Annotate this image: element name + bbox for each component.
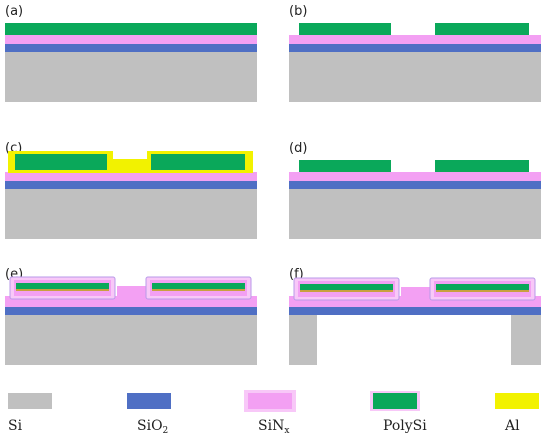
panel-a-label: (a) (5, 4, 23, 19)
panel-a: (a) (5, 4, 257, 102)
legend-swatch-polysi (373, 393, 417, 409)
polysi-beam-right (435, 23, 529, 35)
panel-e: (e) (5, 267, 257, 365)
polysi-beam-left (15, 154, 107, 170)
panel-d-label: (d) (289, 141, 307, 156)
panel-c: (c) (5, 141, 257, 239)
polysi-beam-right (436, 284, 529, 290)
sinx-bottom-film (289, 172, 541, 181)
polysi-beam-left (16, 283, 109, 289)
si-substrate-right-post (511, 315, 541, 365)
si-substrate (5, 52, 257, 102)
legend-label-si: Si (8, 418, 23, 434)
sinx-gap-fill (401, 287, 431, 297)
legend-swatch-al (495, 393, 539, 409)
sinx-gap-fill (117, 286, 147, 296)
legend-label-al: Al (504, 418, 520, 434)
sio2-layer (5, 44, 257, 52)
si-substrate (5, 315, 257, 365)
sio2-layer (289, 181, 541, 189)
panel-f: (f) (289, 267, 541, 365)
si-substrate (5, 189, 257, 239)
panel-d: (d) (289, 141, 541, 239)
legend-label-sio2: SiO2 (137, 418, 168, 435)
sinx-bottom-film (289, 35, 541, 44)
al-residue-right (436, 290, 529, 292)
sinx-bottom-film (5, 172, 257, 181)
legend-swatch-sinx (248, 393, 292, 409)
si-substrate (289, 52, 541, 102)
material-legend: Si SiO2 SiNx PolySi Al (8, 390, 539, 435)
legend-label-polysi: PolySi (383, 418, 427, 434)
panel-b: (b) (289, 4, 541, 102)
sio2-layer (5, 307, 257, 315)
panel-b-label: (b) (289, 4, 307, 19)
polysi-film (5, 23, 257, 35)
sio2-layer (289, 44, 541, 52)
polysi-beam-left (299, 23, 391, 35)
sio2-layer (5, 181, 257, 189)
polysi-beam-right (152, 283, 245, 289)
al-residue-right (152, 289, 245, 291)
sinx-bottom-film (5, 296, 257, 307)
sinx-bottom-film (5, 35, 257, 44)
polysi-beam-right (151, 154, 245, 170)
polysi-beam-left (300, 284, 393, 290)
polysi-beam-left (299, 160, 391, 172)
al-residue-left (300, 290, 393, 292)
legend-swatch-si (8, 393, 52, 409)
legend-swatch-sio2 (127, 393, 171, 409)
legend-label-sinx: SiNx (258, 418, 289, 435)
al-residue-left (16, 289, 109, 291)
si-substrate-left-post (289, 315, 317, 365)
si-substrate (289, 189, 541, 239)
sio2-layer (289, 307, 541, 315)
polysi-beam-right (435, 160, 529, 172)
sinx-bottom-film (289, 296, 541, 307)
